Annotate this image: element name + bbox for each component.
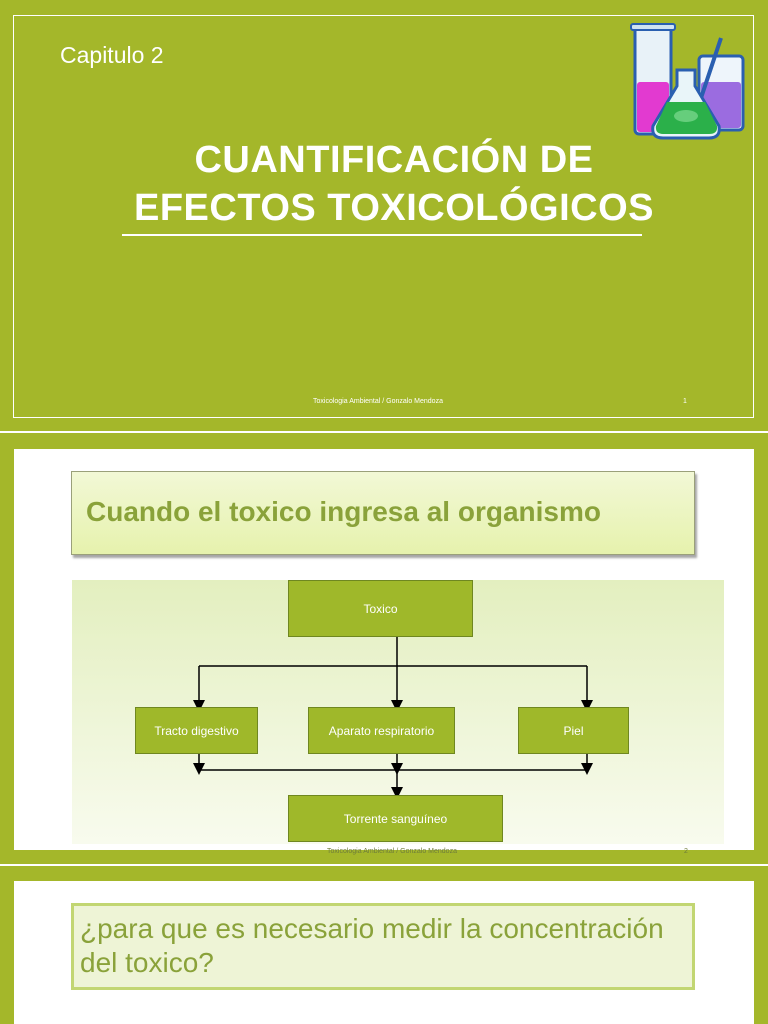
slide-frame	[13, 15, 754, 418]
laboratory-glassware-icon	[630, 23, 745, 140]
slide-content-area: Cuando el toxico ingresa al organismo	[14, 449, 754, 855]
flow-diagram: Toxico Tracto digestivo Aparato respirat…	[72, 580, 724, 844]
slide-title: CUANTIFICACIÓN DE EFECTOS TOXICOLÓGICOS	[60, 136, 728, 232]
diagram-node-torrente-sanguineo: Torrente sanguíneo	[288, 795, 503, 842]
question-box: ¿para que es necesario medir la concentr…	[71, 903, 695, 990]
title-line-2: EFECTOS TOXICOLÓGICOS	[133, 187, 655, 229]
slide-1: Capitulo 2 CUANTIFICACIÓN DE EFECTOS TOX…	[0, 0, 768, 431]
slide-number: 1	[683, 398, 687, 405]
diagram-connectors	[193, 637, 593, 799]
diagram-node-aparato-respiratorio: Aparato respiratorio	[308, 707, 455, 754]
slide-footer: Toxicologia Ambiental / Gonzalo Mendoza	[313, 398, 443, 405]
title-box: Cuando el toxico ingresa al organismo	[71, 471, 695, 555]
diagram-node-tracto-digestivo: Tracto digestivo	[135, 707, 258, 754]
title-underline	[122, 234, 642, 236]
chapter-label: Capitulo 2	[60, 42, 164, 68]
slide-footer: Toxicologia Ambiental / Gonzalo Mendoza	[327, 848, 457, 855]
title-line-1: CUANTIFICACIÓN DE	[194, 139, 594, 181]
diagram-node-piel: Piel	[518, 707, 629, 754]
slide-content-area: ¿para que es necesario medir la concentr…	[14, 881, 754, 1024]
question-text: ¿para que es necesario medir la concentr…	[80, 913, 664, 978]
slide-3: ¿para que es necesario medir la concentr…	[0, 866, 768, 1024]
diagram-node-toxico: Toxico	[288, 580, 473, 637]
slide-title: Cuando el toxico ingresa al organismo	[86, 496, 601, 527]
slide-number: 2	[684, 848, 688, 855]
slide-2: Cuando el toxico ingresa al organismo	[0, 433, 768, 864]
